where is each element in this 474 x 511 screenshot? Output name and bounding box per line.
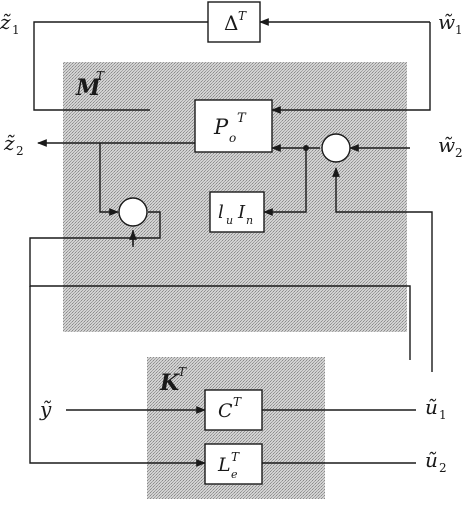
w1-sub: 1 xyxy=(455,23,463,37)
w2-sub: 2 xyxy=(455,146,463,160)
u2-sub: 2 xyxy=(439,461,447,475)
wire-u1-to-sum1 xyxy=(332,167,433,372)
u1-sub: 1 xyxy=(439,408,447,422)
po-block: P o T xyxy=(194,99,273,153)
z1-label: z̃ 1 xyxy=(0,10,20,37)
u1-base: ũ xyxy=(425,395,438,419)
le-block: L e T xyxy=(204,443,263,485)
po-sub: o xyxy=(229,131,236,145)
po-base: P xyxy=(213,115,229,139)
y-base: ỹ xyxy=(39,397,52,421)
wire-y-to-le xyxy=(29,286,206,467)
y-label: ỹ xyxy=(39,397,52,421)
le-base: L xyxy=(217,454,231,476)
w2-base: w̃ xyxy=(438,133,455,157)
wire-sum2-to-k xyxy=(29,211,411,360)
summing-junction-2 xyxy=(118,197,148,227)
wire-delta-to-z1 xyxy=(33,21,208,111)
u2-base: ũ xyxy=(425,448,438,472)
c-block: C T xyxy=(204,389,263,431)
delta-block: Δ T xyxy=(207,1,261,43)
w1-label: w̃ 1 xyxy=(438,10,463,37)
k-base: K xyxy=(159,370,180,396)
z2-label: z̃ 2 xyxy=(3,131,24,158)
w1-base: w̃ xyxy=(438,10,455,34)
k-sup: T xyxy=(178,365,187,379)
m-base: M xyxy=(75,75,101,101)
delta-base: Δ xyxy=(224,11,238,35)
z2-base: z̃ xyxy=(3,131,15,155)
summing-junction-1 xyxy=(321,133,351,163)
w2-label: w̃ 2 xyxy=(438,133,463,160)
luin-a-sub: u xyxy=(226,214,233,227)
c-sup: T xyxy=(233,395,242,409)
le-sub: e xyxy=(231,468,238,481)
z2-sub: 2 xyxy=(16,144,24,158)
luin-block: l u I n xyxy=(209,191,265,233)
le-sup: T xyxy=(231,450,240,464)
z1-sub: 1 xyxy=(12,23,20,37)
luin-b-sub: n xyxy=(246,214,253,227)
z1-base: z̃ xyxy=(0,10,11,34)
m-label: M T xyxy=(75,69,105,101)
po-sup: T xyxy=(237,111,247,126)
u1-label: ũ 1 xyxy=(425,395,447,422)
luin-b: I xyxy=(237,202,246,223)
luin-a: l xyxy=(218,202,224,223)
delta-sup: T xyxy=(238,9,247,23)
u2-label: ũ 2 xyxy=(425,448,447,475)
wire-w1-into-po xyxy=(271,22,431,114)
wire-node-to-luin xyxy=(263,148,307,216)
m-sup: T xyxy=(96,69,105,83)
c-base: C xyxy=(218,400,233,422)
wire-po-to-sum2 xyxy=(99,143,119,216)
k-label: K T xyxy=(159,365,187,396)
